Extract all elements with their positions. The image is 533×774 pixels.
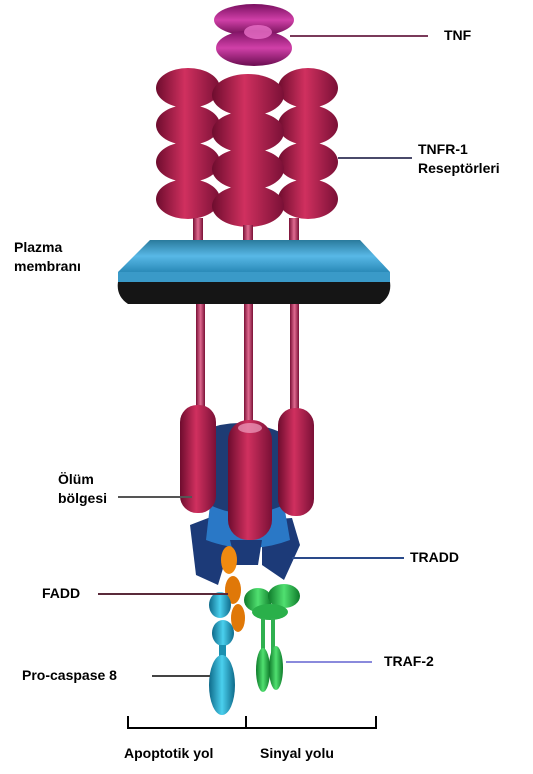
stem-lower-right	[290, 304, 299, 416]
tnf-ligand	[214, 4, 294, 66]
death-label: Ölüm	[58, 470, 94, 489]
plasma-label: Plazma	[14, 238, 62, 257]
tradd-label: TRADD	[410, 548, 459, 567]
stem-lower-center	[244, 304, 253, 430]
tnfr1-label: TNFR-1	[418, 140, 468, 159]
receptors-label: Reseptörleri	[418, 159, 500, 178]
tnf-label: TNF	[444, 26, 471, 45]
tnfr1-receptor-left	[156, 68, 220, 219]
pathway-bracket	[128, 716, 376, 729]
traf2-label: TRAF-2	[384, 652, 434, 671]
tnfr1-receptor-right	[278, 68, 338, 219]
plasma-membrane	[118, 240, 391, 304]
tnfr1-receptor-center	[212, 74, 284, 227]
domain-label: bölgesi	[58, 489, 107, 508]
traf2-protein	[244, 584, 300, 692]
procaspase-8	[209, 592, 235, 715]
fadd-label: FADD	[42, 584, 80, 603]
death-domain-receptors	[180, 405, 314, 540]
membrane-label: membranı	[14, 257, 81, 276]
procaspase-label: Pro-caspase 8	[22, 666, 117, 685]
signal-pathway-label: Sinyal yolu	[260, 744, 334, 763]
stem-lower-left	[196, 304, 205, 416]
apoptotic-pathway-label: Apoptotik yol	[124, 744, 213, 763]
